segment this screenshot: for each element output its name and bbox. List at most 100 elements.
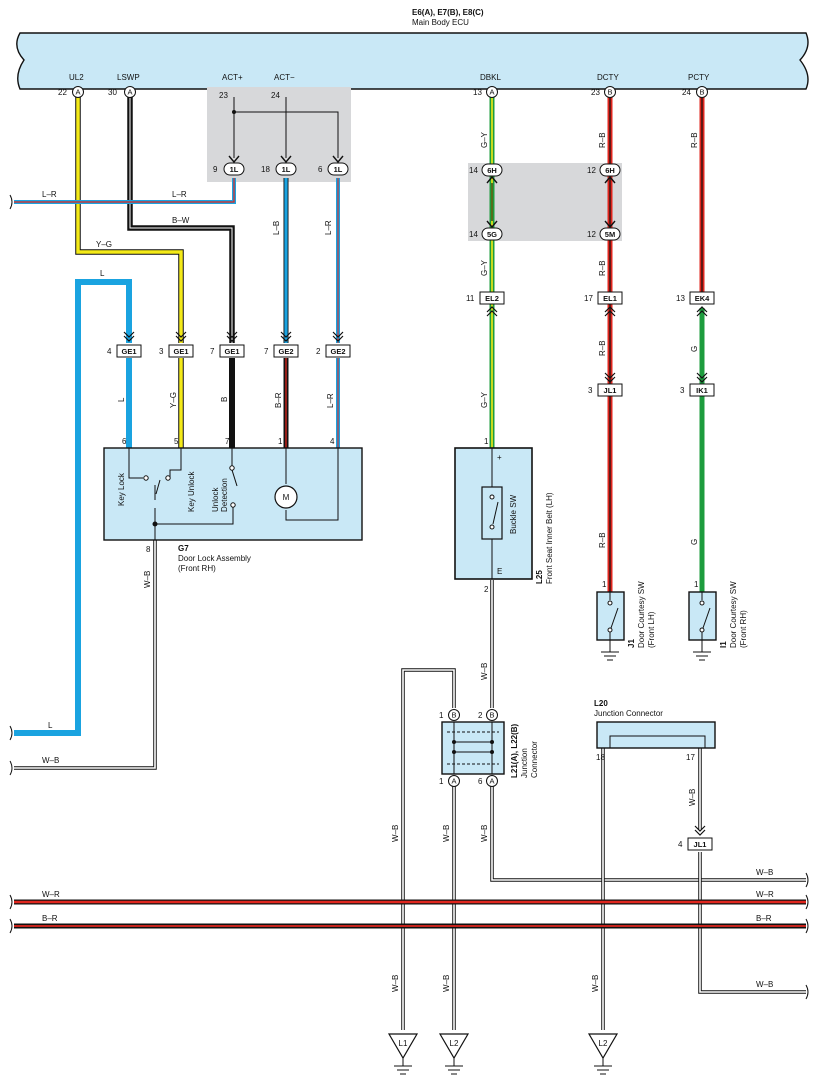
svg-text:9: 9 bbox=[213, 165, 218, 174]
ground-l1: L1 bbox=[387, 1033, 419, 1075]
svg-text:GE2: GE2 bbox=[330, 347, 345, 356]
label-yg: Y–G bbox=[96, 240, 112, 249]
label-wr-2: W–R bbox=[756, 890, 774, 899]
connector-ge2-7: GE2 7 bbox=[264, 331, 299, 358]
svg-text:L21(A), L22(B): L21(A), L22(B) bbox=[510, 723, 519, 778]
connector-jl1-3: JL1 3 bbox=[588, 372, 623, 397]
svg-text:JL1: JL1 bbox=[604, 386, 617, 395]
main-body-ecu-box bbox=[16, 32, 809, 90]
svg-text:6: 6 bbox=[122, 437, 127, 446]
svg-text:12: 12 bbox=[587, 166, 596, 175]
svg-text:L1: L1 bbox=[399, 1039, 408, 1048]
label-lr-2: L–R bbox=[172, 190, 187, 199]
svg-text:JL1: JL1 bbox=[694, 840, 707, 849]
label-rb-3: R–B bbox=[598, 340, 607, 356]
label-gy-1: G–Y bbox=[480, 131, 489, 148]
label-wb-3: W–B bbox=[756, 980, 773, 989]
svg-text:7: 7 bbox=[225, 437, 230, 446]
svg-text:13: 13 bbox=[473, 88, 482, 97]
svg-text:B: B bbox=[699, 88, 704, 97]
unlock-label: Unlock bbox=[211, 487, 220, 512]
svg-text:B: B bbox=[607, 88, 612, 97]
key-lock-label: Key Lock bbox=[117, 472, 126, 506]
svg-text:7: 7 bbox=[264, 347, 269, 356]
svg-text:7: 7 bbox=[210, 347, 215, 356]
svg-text:2: 2 bbox=[478, 711, 483, 720]
ecu-pin-act-plus: 23 bbox=[219, 91, 228, 100]
door-lock-name: Door Lock Assembly bbox=[178, 554, 251, 563]
svg-text:GE2: GE2 bbox=[278, 347, 293, 356]
svg-text:(Front LH): (Front LH) bbox=[647, 611, 656, 648]
svg-text:1L: 1L bbox=[282, 165, 291, 174]
connector-ge2-2: GE2 2 bbox=[316, 331, 351, 358]
svg-text:EL1: EL1 bbox=[603, 294, 617, 303]
svg-text:M: M bbox=[283, 493, 290, 502]
svg-text:I1: I1 bbox=[719, 641, 728, 648]
connector-ik1: IK1 3 bbox=[680, 372, 715, 397]
junction-connector-l21-l22: B 1 B 2 A 1 A 6 L21(A), L22(B) Junction … bbox=[439, 709, 539, 787]
svg-text:6H: 6H bbox=[605, 166, 615, 175]
terminal-lswp: LSWP bbox=[117, 73, 140, 82]
svg-text:+: + bbox=[497, 453, 502, 462]
svg-text:Junction: Junction bbox=[520, 748, 529, 778]
label-rb-4: R–B bbox=[598, 532, 607, 548]
buckle-sw-label: Buckle SW bbox=[509, 494, 518, 534]
svg-text:24: 24 bbox=[682, 88, 691, 97]
svg-text:GE1: GE1 bbox=[173, 347, 188, 356]
label-br-1: B–R bbox=[42, 914, 58, 923]
svg-text:A: A bbox=[489, 88, 494, 97]
connector-5m: 5M 12 bbox=[587, 220, 621, 241]
label-wr-1: W–R bbox=[42, 890, 60, 899]
ecu-title: E6(A), E7(B), E8(C) bbox=[412, 8, 484, 17]
svg-text:B: B bbox=[489, 711, 494, 720]
connector-ge1-4: GE1 4 bbox=[107, 331, 142, 358]
label-l-3: L bbox=[117, 397, 126, 402]
label-br-3: B–R bbox=[274, 392, 283, 408]
door-lock-assembly: 6 5 7 1 4 8 Key Lock Key Unlock Unlock D… bbox=[103, 437, 363, 573]
connector-5g: 5G 14 bbox=[469, 220, 503, 241]
label-gy-2: G–Y bbox=[480, 259, 489, 276]
svg-text:14: 14 bbox=[469, 166, 478, 175]
svg-text:18: 18 bbox=[261, 165, 270, 174]
svg-text:2: 2 bbox=[484, 585, 489, 594]
svg-text:GE1: GE1 bbox=[224, 347, 239, 356]
ecu-pin-ul2: A 22 bbox=[58, 86, 84, 98]
label-lr-1: L–R bbox=[42, 190, 57, 199]
ecu-pin-act-minus: 24 bbox=[271, 91, 280, 100]
svg-text:5: 5 bbox=[174, 437, 179, 446]
svg-text:Connector: Connector bbox=[530, 741, 539, 778]
svg-text:EL2: EL2 bbox=[485, 294, 499, 303]
buckle-switch-assembly: 1 2 + E Buckle SW L25 Front Seat Inner B… bbox=[454, 437, 554, 594]
label-wb-11: W–B bbox=[591, 975, 600, 992]
label-g-1: G bbox=[690, 346, 699, 352]
door-courtesy-sw-rh: 1 I1 Door Courtesy SW (Front RH) bbox=[688, 580, 748, 661]
door-courtesy-sw-lh: 1 J1 Door Courtesy SW (Front LH) bbox=[596, 580, 656, 661]
terminal-dcty: DCTY bbox=[597, 73, 619, 82]
junction-connector-l20: L20 Junction Connector 18 17 bbox=[594, 699, 716, 762]
label-lr-3: L–R bbox=[324, 220, 333, 235]
svg-text:L2: L2 bbox=[450, 1039, 459, 1048]
label-wb-10: W–B bbox=[442, 975, 451, 992]
svg-text:2: 2 bbox=[316, 347, 321, 356]
door-lock-sub: (Front RH) bbox=[178, 564, 216, 573]
buckle-code: L25 bbox=[535, 570, 544, 584]
svg-text:5G: 5G bbox=[487, 230, 497, 239]
svg-text:A: A bbox=[489, 777, 494, 786]
connector-el2: EL2 11 bbox=[466, 291, 505, 317]
connector-jl1-4: JL1 4 bbox=[678, 825, 713, 851]
label-b: B bbox=[220, 397, 229, 402]
label-wb-5: W–B bbox=[480, 663, 489, 680]
connector-1l-18: 1L 18 bbox=[261, 155, 297, 176]
ecu-pin-lswp: A 30 bbox=[108, 86, 136, 98]
svg-text:L20: L20 bbox=[594, 699, 608, 708]
svg-text:23: 23 bbox=[591, 88, 600, 97]
svg-text:4: 4 bbox=[678, 840, 683, 849]
label-yg-2: Y–G bbox=[169, 392, 178, 408]
label-wb-2: W–B bbox=[756, 868, 773, 877]
wire-break-marks bbox=[9, 194, 809, 1000]
connector-el1: EL1 17 bbox=[584, 291, 623, 317]
ground-l2-b: L2 bbox=[587, 1033, 619, 1075]
svg-text:1: 1 bbox=[278, 437, 283, 446]
svg-text:4: 4 bbox=[107, 347, 112, 356]
